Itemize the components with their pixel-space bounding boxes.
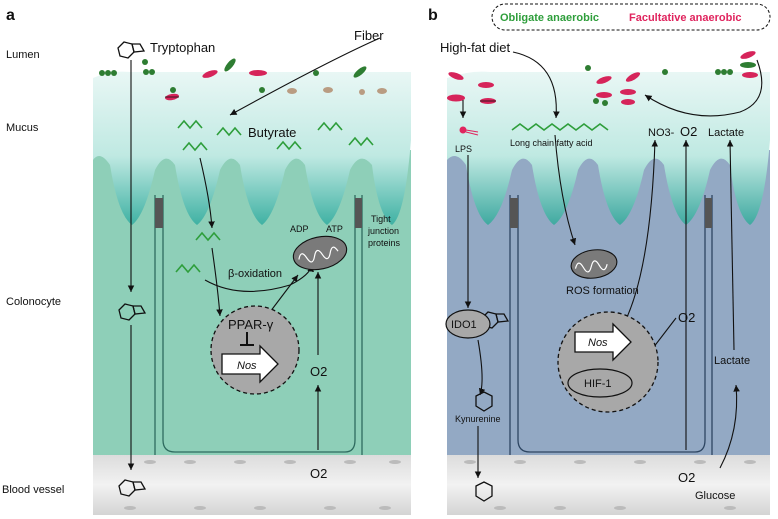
ros-label: ROS formation bbox=[566, 285, 639, 297]
butyrate-molecules-a bbox=[175, 119, 374, 274]
blood-cells-b bbox=[464, 460, 756, 510]
blood-vessel-a bbox=[93, 455, 411, 515]
nos-gene-arrow-b bbox=[574, 322, 632, 362]
adp-label: ADP bbox=[290, 224, 309, 234]
lactate-mid-label: Lactate bbox=[714, 355, 750, 367]
hif1-label: HIF-1 bbox=[584, 378, 612, 390]
lactate-to-bacteria-arrow bbox=[644, 59, 763, 117]
o2-bottom-label-b: O2 bbox=[678, 470, 695, 485]
bacteria-lumen-b bbox=[447, 51, 758, 106]
indole-icon-blood-a bbox=[118, 479, 147, 497]
atp-label: ATP bbox=[326, 224, 343, 234]
panel-b-letter: b bbox=[428, 7, 438, 24]
legend-facultative: Facultative anaerobic bbox=[629, 12, 742, 24]
o2-top-label-b: O2 bbox=[680, 124, 697, 139]
mucus-layer-b bbox=[447, 71, 770, 225]
mitochondrion-icon-b bbox=[570, 249, 618, 279]
blood-cells-a bbox=[124, 460, 401, 510]
nos-gene-arrow-a bbox=[221, 344, 279, 384]
indole-icon-cell-a bbox=[118, 303, 147, 321]
ido1-enzyme bbox=[445, 309, 491, 339]
hif1-protein bbox=[567, 368, 633, 398]
tight-junction-left-b bbox=[510, 198, 518, 228]
o2-mid-label-b: O2 bbox=[678, 310, 695, 325]
kynurenine-label: Kynurenine bbox=[455, 414, 501, 424]
legend-obligate: Obligate anaerobic bbox=[500, 12, 599, 24]
o2-cell-label-a: O2 bbox=[310, 364, 327, 379]
tight-junction-right-a bbox=[355, 198, 362, 228]
lactate-out-arrow bbox=[726, 139, 735, 351]
tight-junction-label-3: proteins bbox=[368, 238, 401, 248]
lcfa-label: Long chain fatty acid bbox=[510, 138, 593, 148]
kynurenine-blood-icon bbox=[475, 481, 493, 502]
panel-a-letter: a bbox=[6, 7, 15, 24]
row-label-lumen: Lumen bbox=[6, 49, 40, 61]
legend-box bbox=[491, 3, 771, 31]
fiber-arrow bbox=[229, 37, 381, 116]
beta-oxidation-label: β-oxidation bbox=[228, 268, 282, 280]
ppar-label: PPAR-γ bbox=[228, 317, 274, 332]
ido1-to-kynurenine-arrow bbox=[477, 339, 486, 396]
cell-boundaries-b bbox=[509, 195, 713, 455]
tight-junction-right-b bbox=[705, 198, 712, 228]
lactate-top-label: Lactate bbox=[708, 127, 744, 139]
panel-a: a bbox=[6, 7, 411, 515]
cell-boundaries-a bbox=[154, 195, 363, 455]
high-fat-diet-label: High-fat diet bbox=[440, 40, 510, 55]
row-label-blood-vessel: Blood vessel bbox=[2, 484, 64, 496]
tight-junction-label-2: junction bbox=[367, 226, 399, 236]
ppar-inhibition-mark bbox=[240, 332, 254, 346]
butyrate-uptake-arrow bbox=[199, 157, 215, 229]
blood-vessel-b bbox=[447, 455, 770, 515]
no3-label: NO3- bbox=[648, 127, 675, 139]
high-fat-diet-arrow bbox=[512, 51, 560, 119]
mitochondrion-icon-a bbox=[292, 235, 348, 271]
kynurenine-icon bbox=[475, 391, 493, 412]
tight-junction-left-a bbox=[155, 198, 163, 228]
row-label-mucus: Mucus bbox=[6, 122, 39, 134]
glucose-to-lactate-arrow bbox=[719, 384, 740, 469]
fiber-label: Fiber bbox=[354, 28, 384, 43]
nos-label-b: Nos bbox=[588, 337, 608, 349]
lcfa-molecule bbox=[511, 123, 609, 131]
lps-icon bbox=[459, 126, 479, 136]
bacteria-lumen-a bbox=[99, 58, 387, 101]
lps-label: LPS bbox=[455, 144, 472, 154]
glucose-label: Glucose bbox=[695, 490, 735, 502]
ido1-label: IDO1 bbox=[451, 319, 477, 331]
row-label-colonocyte: Colonocyte bbox=[6, 296, 61, 308]
panel-b: b Obligate anaerobic Facultative anaerob… bbox=[428, 3, 771, 515]
ppar-to-mito-arrow bbox=[269, 274, 299, 313]
nos-label-a: Nos bbox=[237, 360, 257, 372]
mucus-layer-a bbox=[93, 71, 411, 225]
tryptophan-icon bbox=[117, 41, 146, 59]
tight-junction-label-1: Tight bbox=[371, 214, 391, 224]
tryptophan-label: Tryptophan bbox=[150, 40, 215, 55]
o2-blood-label-a: O2 bbox=[310, 466, 327, 481]
lcfa-to-ros-arrow bbox=[554, 134, 577, 246]
butyrate-label: Butyrate bbox=[248, 125, 296, 140]
